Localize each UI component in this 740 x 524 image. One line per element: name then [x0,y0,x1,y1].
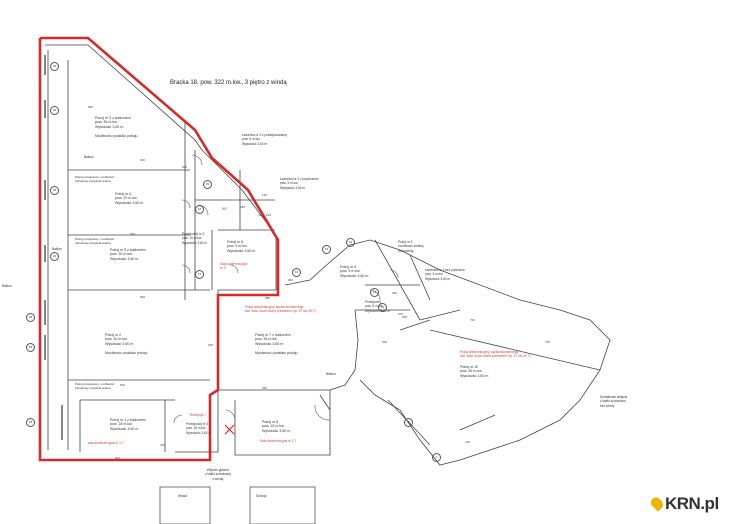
passage-note-3: Pokój przejściowy, możliwość zabudowy pr… [75,382,115,391]
room-8-label: Pokój nr 8 pow. 15 m.kw. Wysokość 3,60 m [262,420,291,433]
dimension: 100 [266,213,272,217]
room-7-label: Pokój nr 7 z balkonem pow. 36 m.kw. Wyso… [255,333,298,355]
balcony-3-label: Balkon [326,372,336,376]
balcony-1-label: Balkon [84,155,94,159]
passage-note-1: Pokój przejściowy, możliwość zabudowy pr… [75,175,115,184]
room-5-label: Pokój nr 5 z balkonem pow. 20 m.kw. Wyso… [110,248,146,261]
marker: 17 [195,270,204,279]
marker: 7 [432,453,441,462]
window-marks [44,55,63,440]
dimension: 600 [115,456,121,460]
dimension: 390 [392,291,398,295]
marker: 21 [50,252,59,261]
door-arcs [173,154,399,424]
bathroom-1-label: Łazienka nr 1 bez prysznica pow. 3 m.kw.… [425,268,465,281]
dimension: 670 [398,312,404,316]
conference-room-3-note: Sala konferencyjna nr 3 [220,262,248,271]
dimension: 325 [208,343,214,347]
main-entrance-label: Wejście główne z klatki schodowej z wind… [205,468,231,481]
krn-logo[interactable]: KRN.pl [648,494,719,514]
room-9-label: Pokój nr 9 pow. 5 m.kw. Wysokość 3,60 m [340,265,369,278]
dimension: 590 [88,105,94,109]
marker: 22 [50,186,59,195]
conference-room-1-note: sala konferencyjna nr 1.7 [88,441,124,445]
dimension: 980 [265,296,271,300]
dimension: 300 [182,165,188,169]
room-6-label: Pokój nr 6 pow. 9 m.kw. Wysokość 3,60 m [227,240,256,253]
balcony-left-label: Balkon [2,284,12,288]
room-4-label: Pokój nr 4 pow. 20 m.kw. Wysokość 3,60 m [115,192,144,205]
room-1-label: Pokój nr 1 z balkonem pow. 18 m.kw. Wyso… [110,418,146,431]
dimension: 415 [465,440,471,444]
kitchen-note-2: Pokój wielofunkcyjny, kącika kuchennego,… [460,350,531,359]
wc-note: WS [222,207,228,211]
marker: 15 [203,180,212,189]
marker: 11 [378,303,387,312]
dimension: 900 [288,278,294,282]
apartment-outline [38,36,280,462]
dimension: 500 [130,232,136,236]
walls-right [218,239,611,466]
marker: 24 [50,62,59,71]
dimension: 520 [120,383,126,387]
room-9-kitchen-note: Pokój nr 9 możliwość zmiany na kuchnię [398,240,424,253]
dimension: 395 [402,315,408,319]
dimension: 310 [160,443,166,447]
logo-text: KRN.pl [665,494,719,513]
dimension: 265 [240,205,246,209]
room-10-label: Pokój nr 10 pow. 45 m.kw. Wysokość 3,60 … [460,365,489,378]
dimension: 130 [262,193,268,197]
marker: 20 [26,313,35,322]
marker: 10 [370,288,379,297]
plan-title: Bracka 18, pow. 322 m.kw., 3 piętro z wi… [170,80,287,86]
reception-note: Recepcja 7 [190,413,206,417]
stair-elevator [159,486,316,524]
marker: 12 [346,238,355,247]
kitchen-note-1: Pokój wielofunkcyjny, kącika kuchennego,… [245,305,316,314]
marker: 13 [322,245,331,254]
marker: 19 [26,343,35,352]
marker: 18 [26,418,35,427]
location-pin-icon [648,495,666,512]
hall-3-label: Przedpokój nr 3 pow. 10 m.kw. Wysokość 3… [182,232,208,245]
bathroom-2-label: Łazienka nr 2 z prysznicem pow. 5 m.kw. … [280,177,319,190]
marker: 23 [50,106,59,115]
red-marks [224,424,235,435]
room-3-label: Pokój nr 3 z balkonem pow. 35 m.kw. Wyso… [95,116,138,138]
hall-2-label: Przedpokój nr 2 pow. 16 m.kw. Wysokość 3… [186,422,212,435]
extra-entrance-label: Dodatkowe wejście z klatki schodowej bez… [600,395,628,408]
room-2-label: Pokój nr 2 pow. 30 m.kw. Wysokość 3,60 m… [105,333,148,355]
dimension: 700 [470,318,476,322]
dimension: 735 [545,340,551,344]
passage-note-2: Pokój przejściowy, możliwość zabudowy pr… [75,237,115,246]
marker: 8 [404,418,413,427]
stairs-label: Schody [256,494,267,498]
elevator-label: Winda [178,494,188,498]
dimension: 515 [382,340,388,344]
conference-room-17-note: Sala konferencyjna nr 1.7 [260,439,297,443]
balcony-2-label: Balkon [52,247,62,251]
dimension: 320 [262,386,268,390]
dimension: 590 [140,295,146,299]
bathroom-3-label: Łazienka nr 3 z pralką/suszarką pow. 6 m… [242,133,287,146]
marker: 14 [292,268,301,277]
marker: 16 [195,205,204,214]
dimension: 430 [140,158,146,162]
